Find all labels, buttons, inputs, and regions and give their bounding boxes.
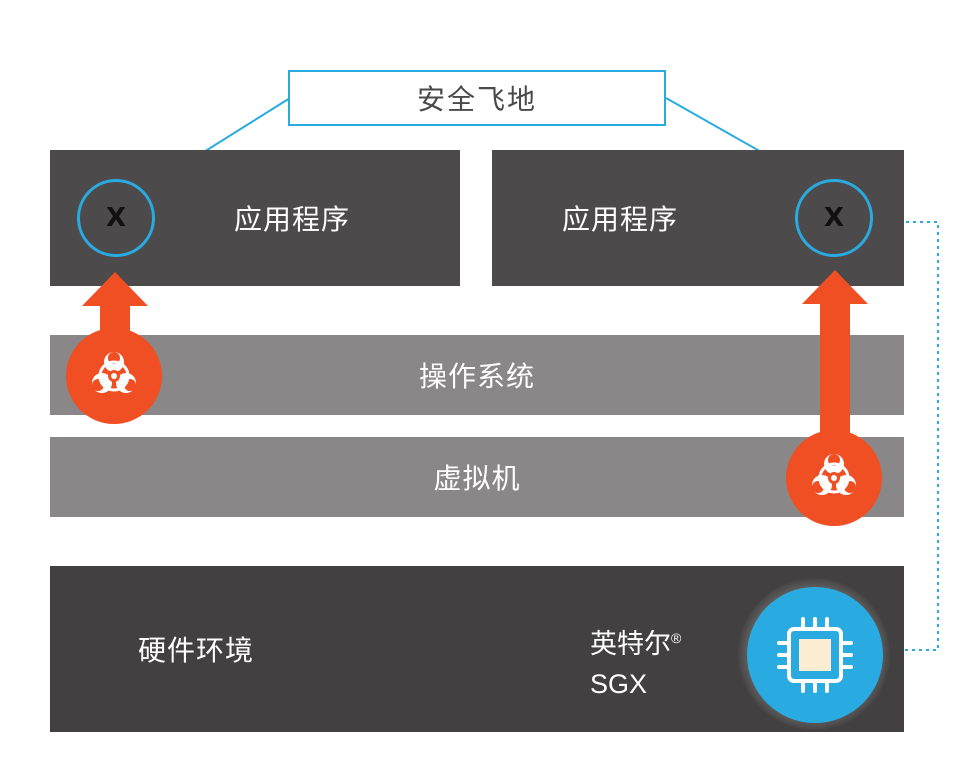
- sgx-dotted-link: [878, 221, 939, 651]
- attack-arrow-left: [82, 272, 148, 372]
- vm-label: 虚拟机: [433, 462, 521, 495]
- os-label: 操作系统: [418, 360, 535, 393]
- biohazard-icon: [66, 328, 162, 424]
- biohazard-icon: [786, 430, 882, 526]
- sgx-label: 英特尔® SGX: [590, 618, 681, 704]
- app-left-label: 应用程序: [234, 203, 351, 236]
- sgx-trademark: ®: [671, 630, 682, 646]
- enclave-marker-left: X: [77, 179, 155, 257]
- cpu-chip-icon: [747, 587, 883, 723]
- os-layer: 操作系统: [50, 335, 904, 415]
- enclave-label-box: 安全飞地: [288, 70, 666, 126]
- app-right-label: 应用程序: [562, 203, 679, 236]
- hardware-label: 硬件环境: [138, 634, 255, 667]
- sgx-line2: SGX: [590, 669, 648, 699]
- enclave-label: 安全飞地: [416, 83, 537, 116]
- enclave-marker-right-text: X: [823, 203, 845, 233]
- enclave-marker-left-text: X: [105, 203, 127, 233]
- vm-layer: 虚拟机: [50, 437, 904, 517]
- sgx-line1: 英特尔: [590, 629, 671, 659]
- attack-arrow-right: [802, 270, 868, 460]
- enclave-marker-right: X: [795, 179, 873, 257]
